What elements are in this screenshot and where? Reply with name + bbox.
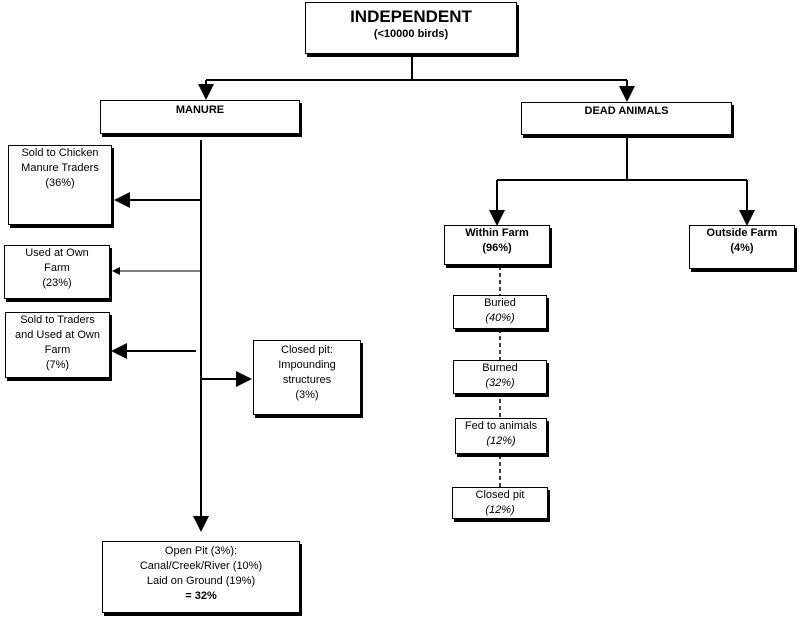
- closed-pit-dead-box: Closed pit (12%): [452, 487, 548, 519]
- percent: (40%): [485, 312, 515, 324]
- label: Closed pit:: [281, 344, 333, 356]
- label: Farm: [44, 344, 71, 356]
- percent: (23%): [42, 277, 72, 289]
- root-title: INDEPENDENT: [350, 7, 472, 26]
- percent: (4%): [730, 242, 754, 254]
- outside-farm-box: Outside Farm (4%): [689, 225, 795, 269]
- label: Manure Traders: [21, 162, 99, 174]
- percent: (32%): [485, 377, 515, 389]
- within-farm-box: Within Farm (96%): [444, 225, 550, 265]
- label: Closed pit: [475, 489, 525, 501]
- label: Impounding: [278, 359, 336, 371]
- root-subtitle: (<10000 birds): [373, 28, 449, 40]
- label: Laid on Ground (19%): [146, 575, 256, 587]
- burned-box: Burned (32%): [453, 360, 547, 394]
- label: Farm: [44, 262, 70, 274]
- open-pit-box: Open Pit (3%): Canal/Creek/River (10%) L…: [102, 541, 300, 613]
- sold-traders-own-box: Sold to Traders and Used at Own Farm (7%…: [5, 312, 110, 378]
- label: Open Pit (3%):: [164, 545, 238, 557]
- used-own-box: Used at Own Farm (23%): [4, 245, 110, 299]
- manure-box: MANURE: [100, 100, 300, 134]
- percent: (7%): [45, 359, 70, 371]
- label: Sold to Chicken: [21, 147, 99, 159]
- label: Outside Farm: [706, 227, 778, 239]
- label: and Used at Own: [15, 329, 100, 341]
- buried-box: Buried (40%): [453, 295, 547, 329]
- dead-animals-box: DEAD ANIMALS: [521, 102, 732, 135]
- dead-title: DEAD ANIMALS: [584, 105, 669, 117]
- label: Canal/Creek/River (10%): [139, 560, 263, 572]
- manure-title: MANURE: [175, 104, 225, 116]
- label: Sold to Traders: [20, 314, 95, 326]
- label: Burned: [482, 362, 518, 374]
- percent: (3%): [295, 389, 319, 401]
- root-box: INDEPENDENT (<10000 birds): [305, 2, 517, 54]
- label: Buried: [484, 297, 516, 309]
- label: Within Farm: [465, 227, 529, 239]
- closed-pit-box: Closed pit: Impounding structures (3%): [253, 340, 361, 415]
- label: Fed to animals: [464, 420, 538, 432]
- sold-chicken-box: Sold to Chicken Manure Traders (36%): [8, 145, 112, 225]
- total: = 32%: [185, 590, 217, 602]
- percent: (12%): [486, 435, 516, 447]
- label: Used at Own: [25, 247, 89, 259]
- fed-animals-box: Fed to animals (12%): [455, 418, 547, 454]
- percent: (36%): [45, 177, 75, 189]
- label: structures: [282, 374, 332, 386]
- percent: (12%): [485, 504, 515, 516]
- percent: (96%): [482, 242, 512, 254]
